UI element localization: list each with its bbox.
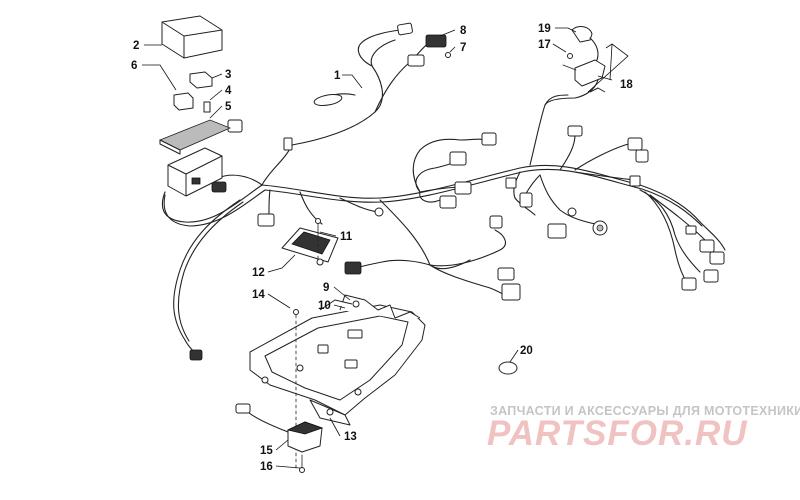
harness-connectors	[189, 22, 725, 361]
watermark-tagline: ЗАПЧАСТИ И АКСЕССУАРЫ ДЛЯ МОТОТЕХНИКИ	[490, 404, 800, 418]
callout-2: 2	[133, 40, 139, 52]
module-12	[281, 227, 339, 266]
callout-11: 11	[340, 231, 353, 243]
callout-20: 20	[520, 345, 533, 357]
callout-7: 7	[460, 42, 466, 54]
callout-15: 15	[260, 445, 273, 457]
connector-8	[425, 34, 447, 48]
watermark-logo: PARTSFOR.RU	[487, 414, 748, 453]
mounting-tray-13	[249, 294, 426, 426]
callout-12: 12	[252, 267, 265, 279]
callout-9: 9	[323, 282, 329, 294]
regulator-assembly	[562, 26, 606, 93]
fuse-box-assembly	[159, 15, 232, 197]
callout-16: 16	[260, 461, 273, 473]
clamp-20	[498, 361, 518, 375]
callout-14: 14	[252, 289, 265, 301]
callout-5: 5	[225, 101, 232, 113]
callout-17: 17	[538, 39, 551, 51]
callout-8: 8	[460, 25, 467, 37]
callout-3: 3	[225, 69, 231, 81]
callout-18: 18	[620, 79, 633, 91]
callout-10: 10	[318, 300, 331, 312]
module-15	[235, 403, 324, 453]
callout-13: 13	[344, 431, 357, 443]
callout-19: 19	[538, 23, 551, 35]
callout-6: 6	[131, 60, 137, 72]
callout-leaders	[142, 27, 629, 469]
wiring-harness	[161, 29, 726, 355]
callout-labels: 1 2 3 4 5 6 7 8 9 10 11 12 13 14 15 16 1…	[131, 23, 633, 473]
callout-1: 1	[334, 70, 341, 82]
callout-4: 4	[225, 85, 232, 97]
